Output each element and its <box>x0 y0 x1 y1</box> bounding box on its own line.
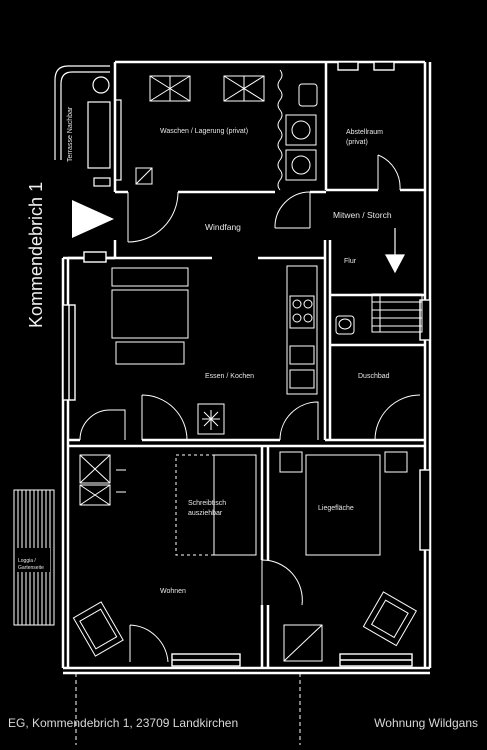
hallway-label: Windfang <box>205 222 241 232</box>
toilet-icon <box>335 315 355 335</box>
terrace-area <box>54 65 122 187</box>
kitchen-label: Essen / Kochen <box>205 373 254 380</box>
arrow-down-icon <box>385 228 405 274</box>
corridor-label: Flur <box>344 258 357 265</box>
windows <box>62 61 431 667</box>
footer-address: EG, Kommendebrich 1, 23709 Landkirchen <box>8 716 238 730</box>
laundry-fixtures <box>135 69 318 191</box>
laundry-label: Waschen / Lagerung (privat) <box>160 128 248 135</box>
bed-label: Liegefläche <box>318 505 354 512</box>
interior-walls <box>68 62 425 668</box>
stairs-label: Mitwen / Storch <box>333 210 392 220</box>
street-label: Kommendebrich 1 <box>26 182 46 328</box>
footer-title: Wohnung Wildgans <box>374 716 478 730</box>
entrance-arrow-icon <box>72 200 114 238</box>
terrace-outline <box>75 673 301 745</box>
kitchen-fixtures <box>111 265 318 435</box>
doors <box>79 154 421 663</box>
storage-label: Abstellraum(privat) <box>346 129 383 146</box>
stairs <box>371 293 423 333</box>
living-fixtures <box>72 451 418 662</box>
balcony-label: Loggia /Gartenseite <box>18 558 44 571</box>
living-label: Wohnen <box>160 588 186 595</box>
terrace-label: Terrasse Nachbar <box>67 106 74 162</box>
bath-label: Duschbad <box>358 373 390 380</box>
